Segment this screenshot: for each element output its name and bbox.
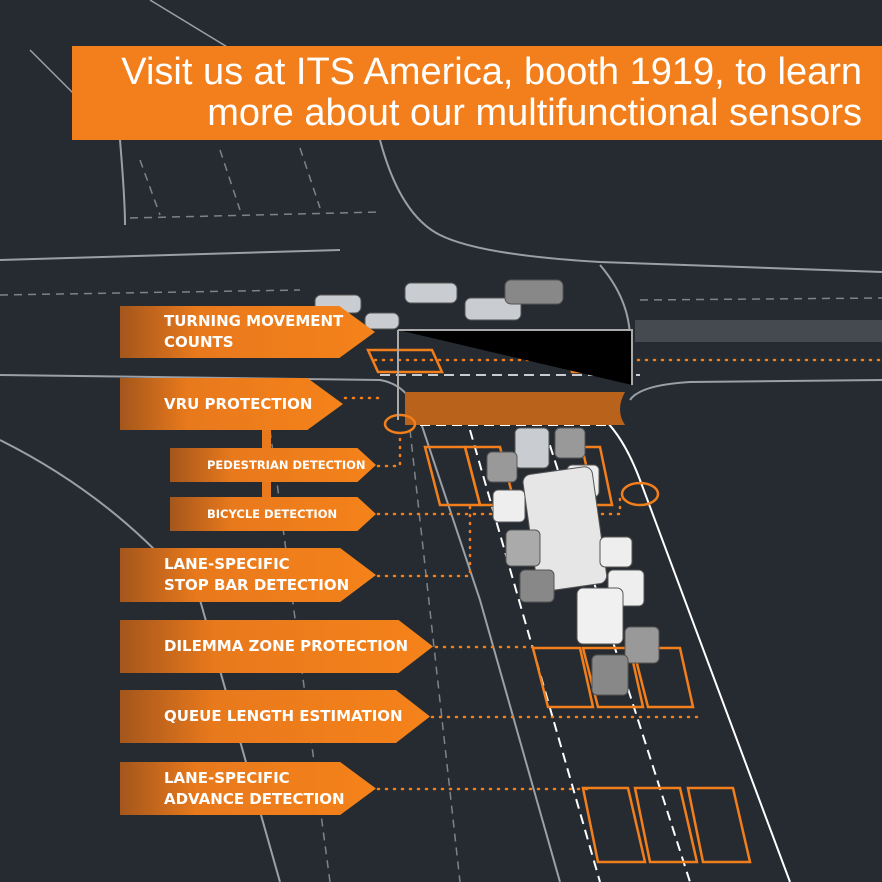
promo-banner: Visit us at ITS America, booth 1919, to … xyxy=(72,46,882,140)
feature-stop-bar-detection: LANE-SPECIFIC STOP BAR DETECTION xyxy=(120,548,376,602)
detection-zones xyxy=(366,348,752,864)
banner-line-2: more about our multifunctional sensors xyxy=(207,92,862,134)
feature-label-line-2: STOP BAR DETECTION xyxy=(164,576,350,594)
feature-turning-movement-counts: TURNING MOVEMENT COUNTS xyxy=(120,306,375,358)
crosswalk-zone xyxy=(405,392,625,425)
connector-dots xyxy=(343,358,882,791)
feature-advance-detection: LANE-SPECIFIC ADVANCE DETECTION xyxy=(120,762,376,815)
feature-label-line-2: ADVANCE DETECTION xyxy=(164,789,345,808)
feature-label: BICYCLE DETECTION xyxy=(207,507,338,521)
signal-poles xyxy=(397,329,633,420)
feature-queue-length-estimation: QUEUE LENGTH ESTIMATION xyxy=(120,690,430,743)
feature-label-line-2: COUNTS xyxy=(164,333,234,351)
feature-label: PEDESTRIAN DETECTION xyxy=(207,458,366,472)
feature-label-line-1: LANE-SPECIFIC xyxy=(164,555,290,573)
feature-label: QUEUE LENGTH ESTIMATION xyxy=(164,707,403,725)
feature-label-line-1: LANE-SPECIFIC xyxy=(164,768,290,787)
feature-vru-protection: VRU PROTECTION xyxy=(120,378,343,430)
vehicles xyxy=(314,279,660,696)
feature-pedestrian-detection: PEDESTRIAN DETECTION xyxy=(170,448,376,482)
feature-label-line-1: TURNING MOVEMENT xyxy=(164,312,344,330)
feature-label: DILEMMA ZONE PROTECTION xyxy=(164,637,409,655)
banner-line-1: Visit us at ITS America, booth 1919, to … xyxy=(121,51,862,93)
feature-bicycle-detection: BICYCLE DETECTION xyxy=(170,497,376,531)
sensor-beam xyxy=(635,320,882,342)
feature-label: VRU PROTECTION xyxy=(164,394,313,413)
feature-dilemma-zone-protection: DILEMMA ZONE PROTECTION xyxy=(120,620,433,673)
